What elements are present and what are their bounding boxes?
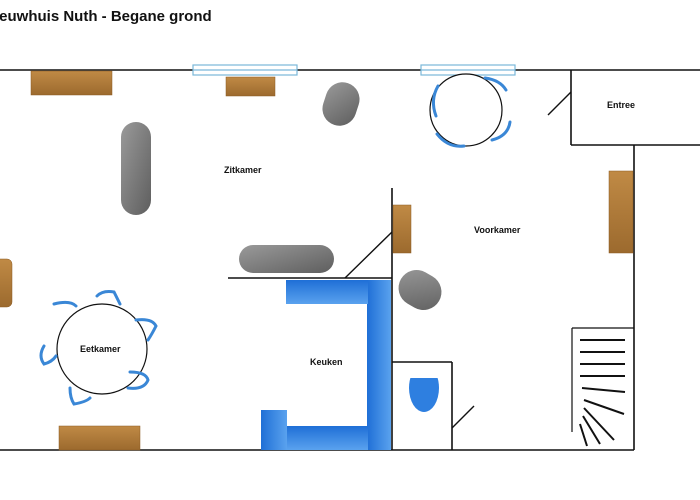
kitchen-counter-top [286, 280, 368, 304]
table-top-right [429, 73, 512, 148]
cabinet-left-edge [0, 258, 13, 308]
cabinet-voorkamer [608, 170, 634, 254]
cabinet-top-left [30, 70, 113, 96]
windows [192, 64, 516, 76]
kitchen-counter-end [261, 410, 287, 450]
table-round-eetkamer [56, 303, 148, 395]
door-wc [451, 405, 475, 429]
chair [431, 84, 440, 118]
door-swings [344, 91, 572, 429]
kitchen-counters [261, 280, 391, 450]
cabinet-top-center [225, 76, 276, 97]
room-label-zitkamer: Zitkamer [224, 165, 262, 175]
room-label-keuken: Keuken [310, 357, 343, 367]
cabinet-eetkamer [58, 425, 141, 451]
table-top-chairs [431, 76, 512, 148]
chair [435, 132, 466, 148]
room-label-eetkamer: Eetkamer [80, 344, 121, 354]
sofas [121, 82, 442, 310]
eetkamer-chairs [39, 290, 158, 406]
cabinets [0, 70, 634, 451]
cabinet-voorkamer-left [392, 204, 412, 254]
chair [52, 300, 78, 308]
kitchen-counter-bottom [286, 426, 368, 450]
chair [39, 344, 58, 366]
chair [126, 370, 150, 390]
armchair-voorkamer [398, 270, 442, 310]
stairs [571, 327, 634, 447]
kitchen-counter-vertical [367, 280, 391, 450]
room-label-entree: Entree [607, 100, 635, 110]
chair [483, 76, 508, 92]
door-voorkamer [344, 231, 393, 279]
plan-title: ieuwhuis Nuth - Begane grond [0, 8, 212, 25]
room-label-voorkamer: Voorkamer [474, 225, 521, 235]
toilet-tank-gap [407, 364, 441, 378]
chair [68, 386, 92, 406]
armchair-top [322, 82, 360, 126]
chair [95, 290, 122, 306]
sofa-horizontal [239, 245, 334, 273]
chair [490, 120, 512, 142]
sofa-vertical [121, 122, 151, 215]
table-round-top [429, 73, 503, 147]
door-entree [547, 91, 572, 116]
chair [134, 318, 158, 342]
table-eetkamer [39, 290, 158, 406]
